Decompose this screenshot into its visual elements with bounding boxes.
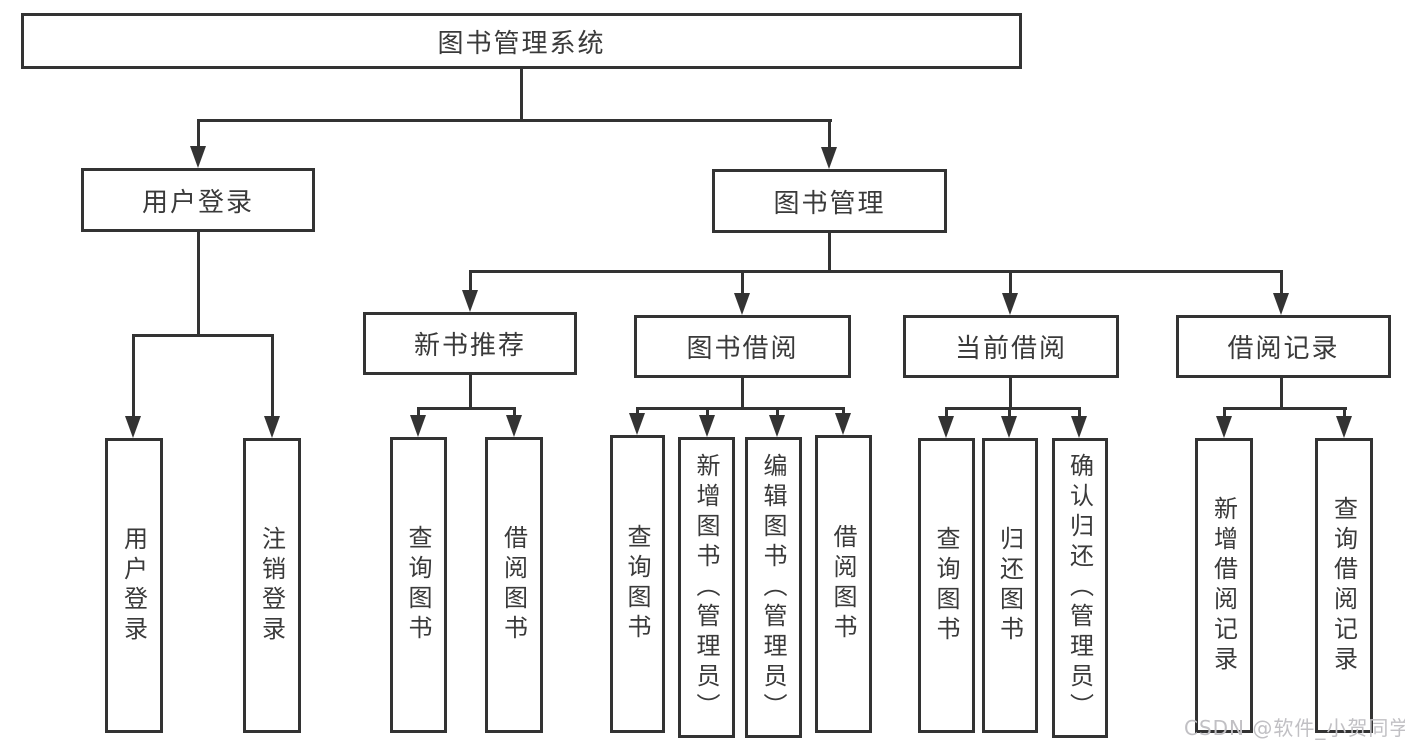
arrow-down-icon bbox=[835, 413, 851, 435]
connector-line bbox=[636, 407, 845, 410]
connector-line bbox=[132, 337, 135, 417]
arrow-down-icon bbox=[125, 416, 141, 438]
connector-line bbox=[1009, 273, 1012, 295]
connector-line bbox=[197, 119, 832, 122]
connector-line bbox=[271, 337, 274, 417]
arrow-down-icon bbox=[821, 147, 837, 169]
node-cb-return-book: 归还图书 bbox=[982, 438, 1038, 733]
connector-line bbox=[741, 378, 744, 409]
node-logout-action: 注销登录 bbox=[243, 438, 301, 733]
node-cb-confirm-return: 确认归还（管理员） bbox=[1052, 438, 1108, 738]
connector-line bbox=[945, 407, 1081, 410]
connector-line bbox=[776, 410, 779, 416]
arrow-down-icon bbox=[1071, 416, 1087, 438]
arrow-down-icon bbox=[410, 415, 426, 437]
connector-line bbox=[469, 375, 472, 409]
node-label: 新增图书（管理员） bbox=[692, 452, 720, 723]
node-bb-add-book: 新增图书（管理员） bbox=[678, 437, 735, 738]
node-new-book-rec: 新书推荐 bbox=[363, 312, 577, 375]
node-br-query-record: 查询借阅记录 bbox=[1315, 438, 1373, 733]
arrow-down-icon bbox=[769, 415, 785, 437]
node-rec-borrow-book: 借阅图书 bbox=[485, 437, 543, 733]
node-label: 新增借阅记录 bbox=[1209, 495, 1238, 676]
node-label: 查询借阅记录 bbox=[1329, 495, 1358, 676]
node-cb-query-book: 查询图书 bbox=[918, 438, 975, 733]
arrow-down-icon bbox=[1002, 293, 1018, 315]
connector-line bbox=[1280, 273, 1283, 295]
node-book-borrow: 图书借阅 bbox=[634, 315, 851, 378]
node-label: 图书管理 bbox=[773, 188, 886, 219]
connector-line bbox=[828, 122, 831, 150]
connector-line bbox=[706, 410, 709, 416]
connector-line bbox=[1008, 410, 1011, 419]
node-book-mgmt: 图书管理 bbox=[712, 169, 947, 233]
node-user-login: 用户登录 bbox=[81, 168, 315, 232]
arrow-down-icon bbox=[699, 415, 715, 437]
arrow-down-icon bbox=[506, 415, 522, 437]
node-label: 用户登录 bbox=[141, 187, 254, 218]
connector-line bbox=[132, 334, 274, 337]
arrow-down-icon bbox=[1001, 416, 1017, 438]
node-root: 图书管理系统 bbox=[21, 13, 1022, 69]
node-label: 当前借阅 bbox=[954, 334, 1067, 364]
arrow-down-icon bbox=[734, 293, 750, 315]
connector-line bbox=[417, 410, 420, 417]
node-label: 查询图书 bbox=[623, 524, 651, 644]
node-label: 图书管理系统 bbox=[437, 28, 606, 59]
arrow-down-icon bbox=[938, 416, 954, 438]
node-label: 编辑图书（管理员） bbox=[759, 452, 787, 723]
arrow-down-icon bbox=[190, 146, 206, 168]
connector-line bbox=[945, 410, 948, 419]
connector-line bbox=[1280, 378, 1283, 409]
arrow-down-icon bbox=[1336, 416, 1352, 438]
connector-line bbox=[1009, 378, 1012, 409]
node-label: 借阅图书 bbox=[499, 525, 528, 645]
node-bb-borrow-book: 借阅图书 bbox=[815, 435, 872, 733]
arrow-down-icon bbox=[629, 413, 645, 435]
node-label: 确认归还（管理员） bbox=[1065, 453, 1094, 723]
node-current-borrow: 当前借阅 bbox=[903, 315, 1119, 378]
connector-line bbox=[197, 122, 200, 149]
connector-line bbox=[513, 410, 516, 417]
node-borrow-records: 借阅记录 bbox=[1176, 315, 1391, 378]
connector-line bbox=[469, 273, 472, 293]
connector-line bbox=[828, 233, 831, 272]
node-label: 借阅记录 bbox=[1227, 334, 1340, 364]
node-label: 借阅图书 bbox=[829, 524, 857, 644]
connector-line bbox=[197, 232, 200, 336]
node-label: 归还图书 bbox=[995, 525, 1024, 646]
connector-line bbox=[741, 273, 744, 295]
csdn-watermark: CSDN @软件_小贺同学 bbox=[1184, 716, 1405, 740]
node-bb-edit-book: 编辑图书（管理员） bbox=[745, 437, 802, 738]
node-label: 查询图书 bbox=[932, 525, 960, 646]
node-label: 注销登录 bbox=[257, 525, 286, 646]
arrow-down-icon bbox=[462, 290, 478, 312]
node-br-add-record: 新增借阅记录 bbox=[1195, 438, 1253, 733]
arrow-down-icon bbox=[1273, 293, 1289, 315]
connector-line bbox=[1223, 410, 1226, 419]
node-label: 查询图书 bbox=[404, 525, 432, 645]
node-label: 用户登录 bbox=[119, 525, 148, 646]
connector-line bbox=[417, 407, 516, 410]
connector-line bbox=[1078, 410, 1081, 419]
connector-line bbox=[520, 69, 523, 121]
node-label: 图书借阅 bbox=[686, 334, 799, 364]
node-label: 新书推荐 bbox=[413, 331, 526, 361]
connector-line bbox=[1223, 407, 1347, 410]
node-rec-query-book: 查询图书 bbox=[390, 437, 447, 733]
arrow-down-icon bbox=[264, 416, 280, 438]
connector-line bbox=[1343, 410, 1346, 419]
node-bb-query-book: 查询图书 bbox=[610, 435, 665, 733]
connector-line bbox=[469, 270, 1283, 273]
node-login-action: 用户登录 bbox=[105, 438, 163, 733]
arrow-down-icon bbox=[1216, 416, 1232, 438]
